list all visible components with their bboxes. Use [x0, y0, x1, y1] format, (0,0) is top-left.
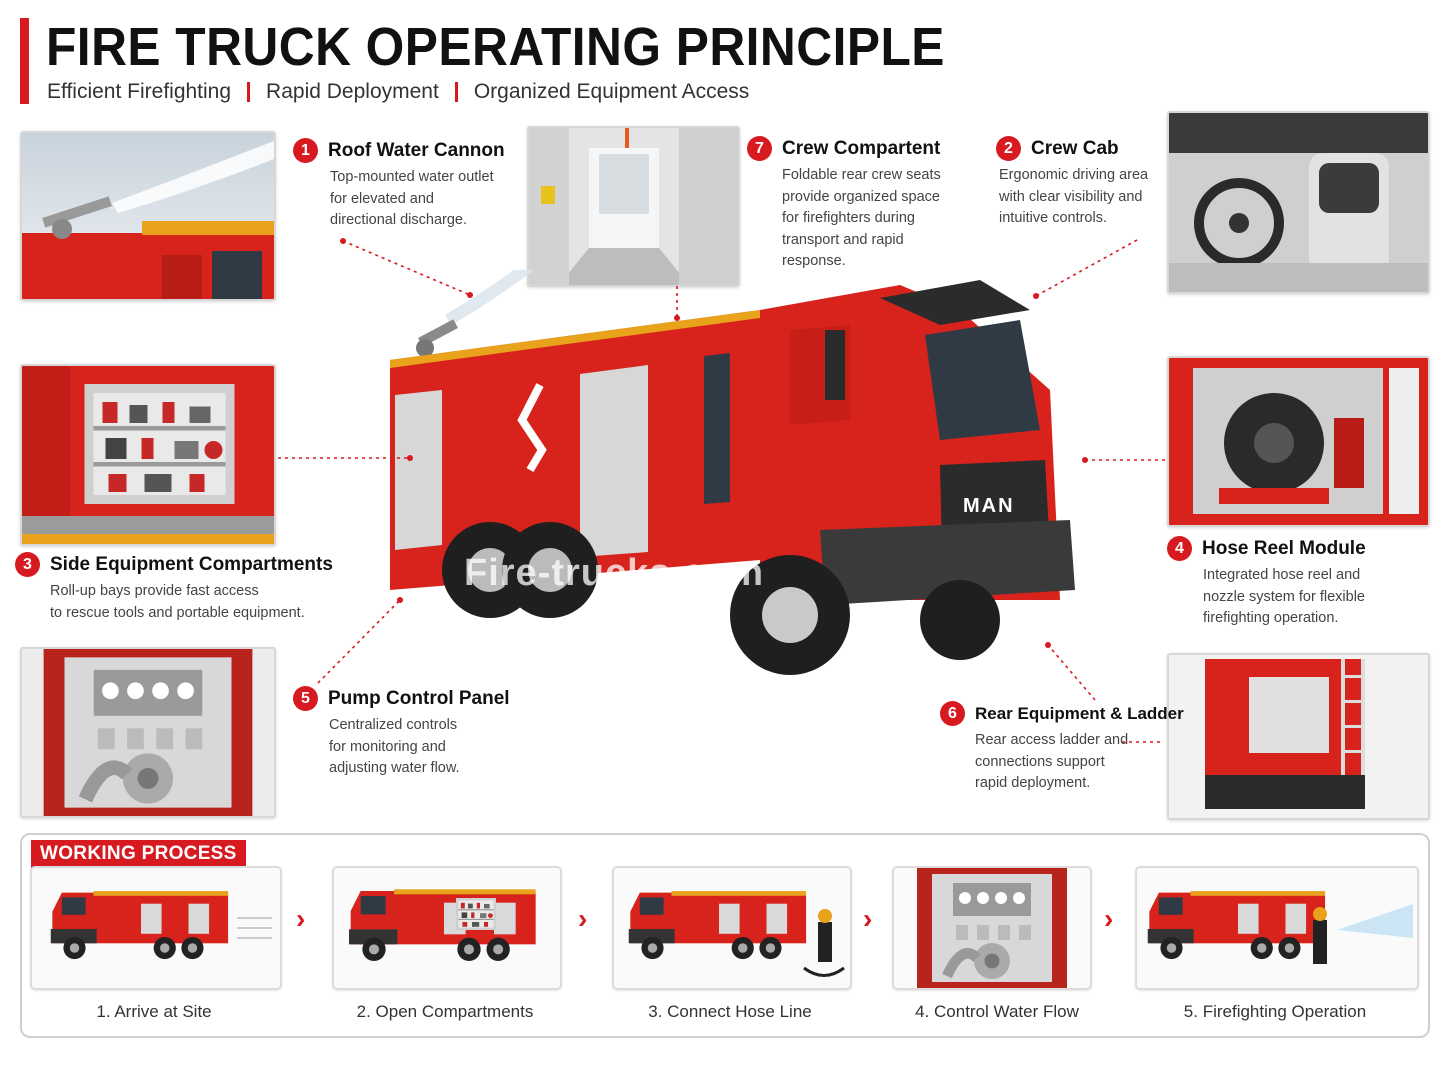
process-step-label: 4. Control Water Flow [915, 1002, 1079, 1021]
photo-side-compartments [20, 364, 276, 546]
process-step-label: 3. Connect Hose Line [648, 1002, 812, 1021]
watermark: Fire-trucks.com [464, 552, 765, 594]
callout-number: 5 [293, 686, 318, 711]
callout-title: Crew Cab [1031, 137, 1119, 159]
callout-roof-water-cannon: 1 Roof Water Cannon Top-mounted water out… [293, 138, 505, 232]
callout-description: Roll-up bays provide fast access to resc… [50, 583, 305, 621]
callout-crew-compartment: 7 Crew Compartent Foldable rear crew seat… [747, 136, 941, 273]
process-image-open-compartments [332, 866, 562, 990]
callout-number: 4 [1167, 536, 1192, 561]
photo-crew-compartment [527, 126, 740, 287]
process-step-label: 1. Arrive at Site [96, 1002, 212, 1021]
callout-description: Top-mounted water outlet for elevated an… [330, 169, 494, 228]
process-arrow-icon: › [863, 903, 873, 934]
photo-roof-water-cannon [20, 131, 276, 301]
callout-title: Rear Equipment & Ladder [975, 703, 1184, 723]
title-accent-bar [20, 18, 29, 104]
subtitle-separator [247, 82, 251, 102]
main-fire-truck-illustration: MAN Fire-trucks.com [380, 245, 1080, 700]
subtitle-part: Efficient Firefighting [47, 80, 232, 103]
callout-description: Rear access ladder and connections suppo… [975, 732, 1129, 791]
process-arrow-icon: › [578, 903, 588, 934]
leader-lines [278, 238, 1165, 743]
process-image-firefighting [1135, 866, 1419, 990]
callout-description: Ergonomic driving area with clear visibi… [999, 167, 1149, 226]
callout-title: Hose Reel Module [1202, 537, 1366, 559]
page-subtitle: Efficient Firefighting Rapid Deployment … [47, 80, 749, 104]
callout-title: Pump Control Panel [328, 687, 510, 709]
process-step-label: 5. Firefighting Operation [1183, 1002, 1367, 1021]
process-image-connect-hose [612, 866, 852, 990]
callout-title: Side Equipment Compartments [50, 553, 333, 575]
callout-number: 2 [996, 136, 1021, 161]
process-image-arrive [30, 866, 282, 990]
callout-title: Roof Water Cannon [328, 139, 505, 161]
callout-number: 7 [747, 136, 772, 161]
callout-side-compartments: 3 Side Equipment Compartments Roll-up bay… [15, 552, 333, 624]
photo-pump-control-panel [20, 647, 276, 818]
subtitle-part: Rapid Deployment [266, 80, 439, 103]
process-arrow-icon: › [1104, 903, 1114, 934]
working-process-label: WORKING PROCESS [31, 840, 246, 868]
callout-rear-ladder: 6 Rear Equipment & Ladder Rear access lad… [940, 701, 1184, 795]
callout-number: 3 [15, 552, 40, 577]
photo-crew-cab [1167, 111, 1430, 294]
truck-badge: MAN [963, 495, 1015, 517]
photo-rear-ladder [1167, 653, 1430, 820]
callout-description: Integrated hose reel and nozzle system f… [1203, 567, 1365, 626]
subtitle-part: Organized Equipment Access [473, 80, 750, 103]
callout-hose-reel: 4 Hose Reel Module Integrated hose reel a… [1167, 536, 1366, 630]
callout-number: 1 [293, 138, 318, 163]
process-arrow-icon: › [296, 903, 306, 934]
callout-crew-cab: 2 Crew Cab Ergonomic driving area with cl… [996, 136, 1148, 230]
page-title: FIRE TRUCK OPERATING PRINCIPLE [46, 17, 945, 77]
callout-title: Crew Compartent [782, 137, 941, 159]
callout-description: Foldable rear crew seats provide organiz… [782, 167, 941, 269]
callout-pump-control-panel: 5 Pump Control Panel Centralized controls… [293, 686, 510, 780]
callout-number: 6 [940, 701, 965, 726]
process-image-control-water [892, 866, 1092, 990]
callout-description: Centralized controls for monitoring and … [329, 717, 460, 776]
process-step-label: 2. Open Compartments [356, 1002, 534, 1021]
photo-hose-reel [1167, 356, 1430, 527]
subtitle-separator [454, 82, 458, 102]
